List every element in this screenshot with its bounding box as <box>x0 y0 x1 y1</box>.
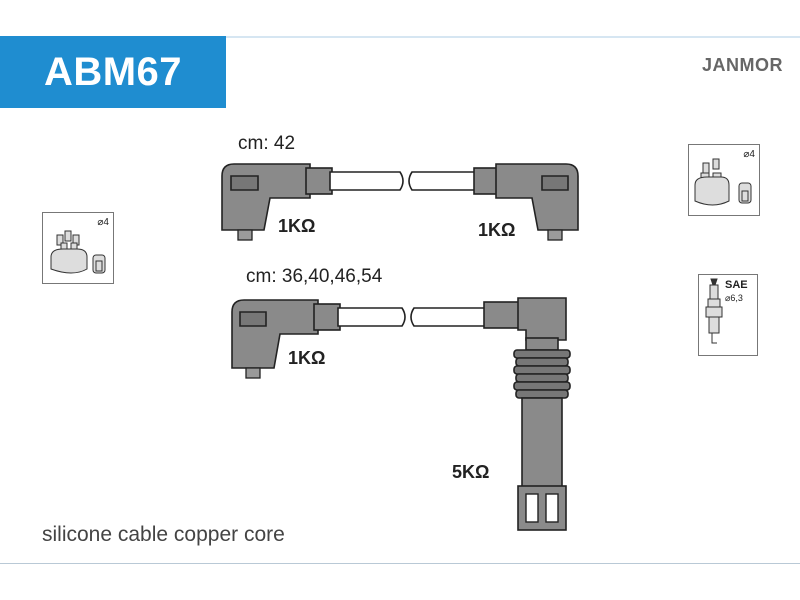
part-code: ABM67 <box>43 50 183 94</box>
left-boot-neck <box>305 167 333 195</box>
left-boot-inner <box>230 175 259 191</box>
distributor-right-box: ⌀4 <box>688 144 760 216</box>
spark-plug-diameter: ⌀6,3 <box>725 293 743 303</box>
right-terminal-pin <box>547 229 563 241</box>
left-terminal-pin <box>245 367 261 379</box>
left-terminal-pin <box>237 229 253 241</box>
header-rule <box>226 36 800 38</box>
part-code-banner <box>0 36 226 108</box>
coil-terminal-slot <box>545 493 559 523</box>
cable-set-2 <box>231 297 571 531</box>
footer-rule <box>0 563 800 564</box>
cable-segment <box>410 307 487 327</box>
distributor-cap-icon <box>694 158 752 206</box>
distributor-cap-icon <box>50 230 106 274</box>
distributor-left-diameter: ⌀4 <box>97 217 109 228</box>
set-2-resistance-left: 1KΩ <box>288 348 326 368</box>
cable-segment <box>329 171 404 191</box>
set-1-resistance-left: 1KΩ <box>278 216 316 236</box>
set-2-length-label: cm: 36,40,46,54 <box>246 266 383 287</box>
distributor-left-box: ⌀4 <box>42 212 114 284</box>
set-1-resistance-right: 1KΩ <box>478 220 516 240</box>
distributor-right-diameter: ⌀4 <box>743 149 755 160</box>
coil-boot-collar <box>525 337 559 351</box>
brand-name: JANMOR <box>701 55 783 75</box>
left-boot-neck <box>313 303 341 331</box>
set-2-resistance-coil: 5KΩ <box>452 462 490 482</box>
coil-boot-terminal <box>517 485 567 531</box>
spark-plug-box: SAE ⌀6,3 <box>698 274 758 356</box>
cable-segment <box>408 171 479 191</box>
cable-segment <box>337 307 406 327</box>
coil-terminal-slot <box>525 493 539 523</box>
cable-set-1 <box>221 163 579 241</box>
spark-plug-standard: SAE <box>725 279 748 291</box>
right-boot-inner <box>541 175 569 191</box>
coil-boot-body <box>521 397 563 489</box>
set-1-length-label: cm: 42 <box>238 133 296 154</box>
footer-description: silicone cable copper core <box>42 523 285 546</box>
coil-boot-ribs <box>513 349 571 399</box>
spark-plug-icon <box>705 278 723 344</box>
coil-boot-elbow <box>517 297 567 341</box>
left-boot-inner <box>239 311 267 327</box>
